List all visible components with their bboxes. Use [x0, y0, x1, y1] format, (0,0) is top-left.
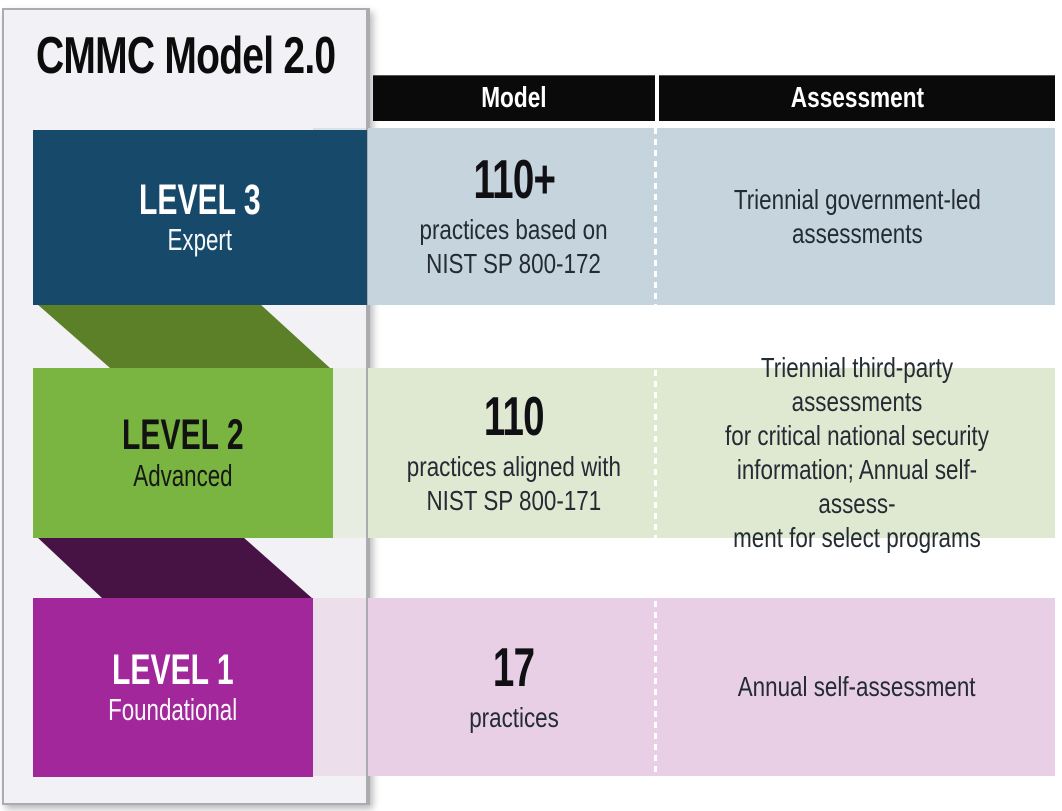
level2-practices-count: 110 [483, 384, 545, 447]
level1-assessment-cell: Annual self-assessment [659, 598, 1055, 776]
level3-practices-count: 110+ [473, 148, 556, 210]
level1-practices-count: 17 [493, 635, 535, 698]
page-title: CMMC Model 2.0 [36, 27, 336, 85]
level2-box: LEVEL 2 Advanced [33, 368, 333, 538]
level3-assessment-text: Triennial government-led assessments [733, 183, 981, 249]
level2-practices-desc: practices aligned with NIST SP 800-171 [406, 450, 622, 516]
level3-sublabel: Expert [167, 222, 233, 258]
level1-label: LEVEL 1 [112, 645, 234, 694]
level1-model-cell: 17 practices [373, 598, 655, 776]
level2-model-cell: 110 practices aligned with NIST SP 800-1… [373, 368, 655, 538]
level1-assessment-text: Annual self-assessment [738, 671, 976, 702]
row-background-level1 [313, 598, 1055, 776]
row-background-level2 [313, 368, 1055, 538]
panel-right-border [366, 8, 368, 805]
level3-label: LEVEL 3 [139, 175, 261, 224]
level1-practices-desc: practices [469, 701, 559, 733]
level1-sublabel: Foundational [108, 692, 238, 728]
level3-assessment-cell: Triennial government-led assessments [659, 128, 1055, 305]
column-header-model: Model [373, 75, 655, 121]
level3-practices-desc: practices based on NIST SP 800-172 [419, 214, 609, 279]
level3-model-cell: 110+ practices based on NIST SP 800-172 [373, 128, 655, 305]
level2-sublabel: Advanced [133, 457, 233, 493]
level2-label: LEVEL 2 [122, 411, 244, 460]
column-header-assessment-label: Assessment [790, 82, 924, 114]
column-header-model-label: Model [481, 82, 547, 114]
level2-assessment-cell: Triennial third-party assessments for cr… [659, 352, 1055, 553]
column-header-assessment: Assessment [659, 75, 1055, 121]
level3-box: LEVEL 3 Expert [33, 130, 367, 305]
level1-box: LEVEL 1 Foundational [33, 598, 313, 777]
column-divider-dashed [654, 128, 657, 776]
row-background-level3 [313, 128, 1055, 305]
level2-assessment-text: Triennial third-party assessments for cr… [725, 352, 989, 553]
